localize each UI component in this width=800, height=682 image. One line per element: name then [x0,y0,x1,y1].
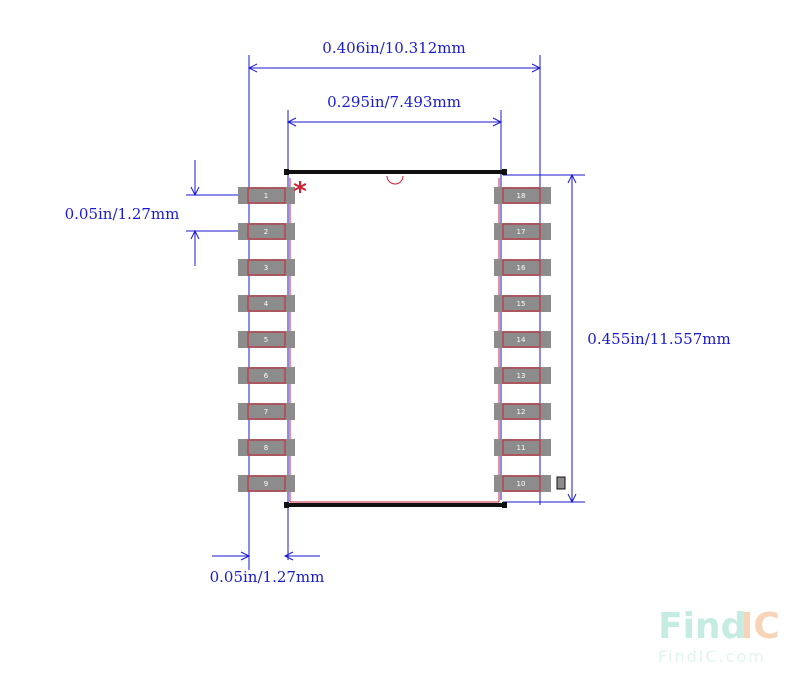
pad-offset-dimension [212,551,320,561]
pad-label: 11 [517,444,526,452]
pad-label: 5 [264,336,268,344]
body-edges [284,169,507,508]
pin-pitch-label: 0.05in/1.27mm [65,205,180,223]
pad-label: 15 [517,300,526,308]
pad-label: 9 [264,480,268,488]
overall-width-label: 0.406in/10.312mm [322,39,465,57]
pad-3: 3 [238,259,295,276]
pad-5: 5 [238,331,295,348]
overall-width-dimension [247,55,542,570]
body-height-dimension [503,173,585,504]
pad-label: 4 [264,300,269,308]
pad-label: 13 [517,372,526,380]
pad-6: 6 [238,367,295,384]
right-pad-column: 18 17 16 15 14 13 12 11 10 [494,187,551,492]
watermark-logo-part1: Find [658,606,746,647]
pad-12: 12 [494,403,551,420]
side-marker [556,476,566,490]
pad-16: 16 [494,259,551,276]
pad-2: 2 [238,223,295,240]
pad-7: 7 [238,403,295,420]
pad-label: 8 [264,444,268,452]
pad-label: 10 [517,480,526,488]
pin1-notch [386,175,404,185]
pad-label: 3 [264,264,268,272]
pad-15: 15 [494,295,551,312]
body-width-dimension [286,110,503,560]
pin-pitch-dimension [186,160,290,266]
pad-18: 18 [494,187,551,204]
pin1-marker-icon: * [293,177,307,207]
pad-label: 6 [264,372,269,380]
pad-4: 4 [238,295,295,312]
pad-label: 12 [517,408,526,416]
pad-14: 14 [494,331,551,348]
package-outline [289,178,500,503]
pad-label: 14 [517,336,526,344]
pad-offset-label: 0.05in/1.27mm [210,568,325,586]
pad-17: 17 [494,223,551,240]
pad-8: 8 [238,439,295,456]
findic-watermark: Find IC FindIC.com [658,606,780,666]
body-height-label: 0.455in/11.557mm [587,330,730,348]
pad-label: 7 [264,408,268,416]
left-pad-column: 1 2 3 4 5 6 7 8 9 [238,187,295,492]
pad-10: 10 [494,475,551,492]
pad-label: 18 [517,192,526,200]
pad-13: 13 [494,367,551,384]
pad-11: 11 [494,439,551,456]
pad-label: 1 [264,192,268,200]
body-width-label: 0.295in/7.493mm [327,93,461,111]
watermark-logo-part2: IC [740,606,780,647]
pad-label: 16 [517,264,526,272]
pad-label: 17 [517,228,526,236]
pad-9: 9 [238,475,295,492]
watermark-url: FindIC.com [658,647,766,666]
pad-1: 1 [238,187,295,204]
pad-label: 2 [264,228,268,236]
